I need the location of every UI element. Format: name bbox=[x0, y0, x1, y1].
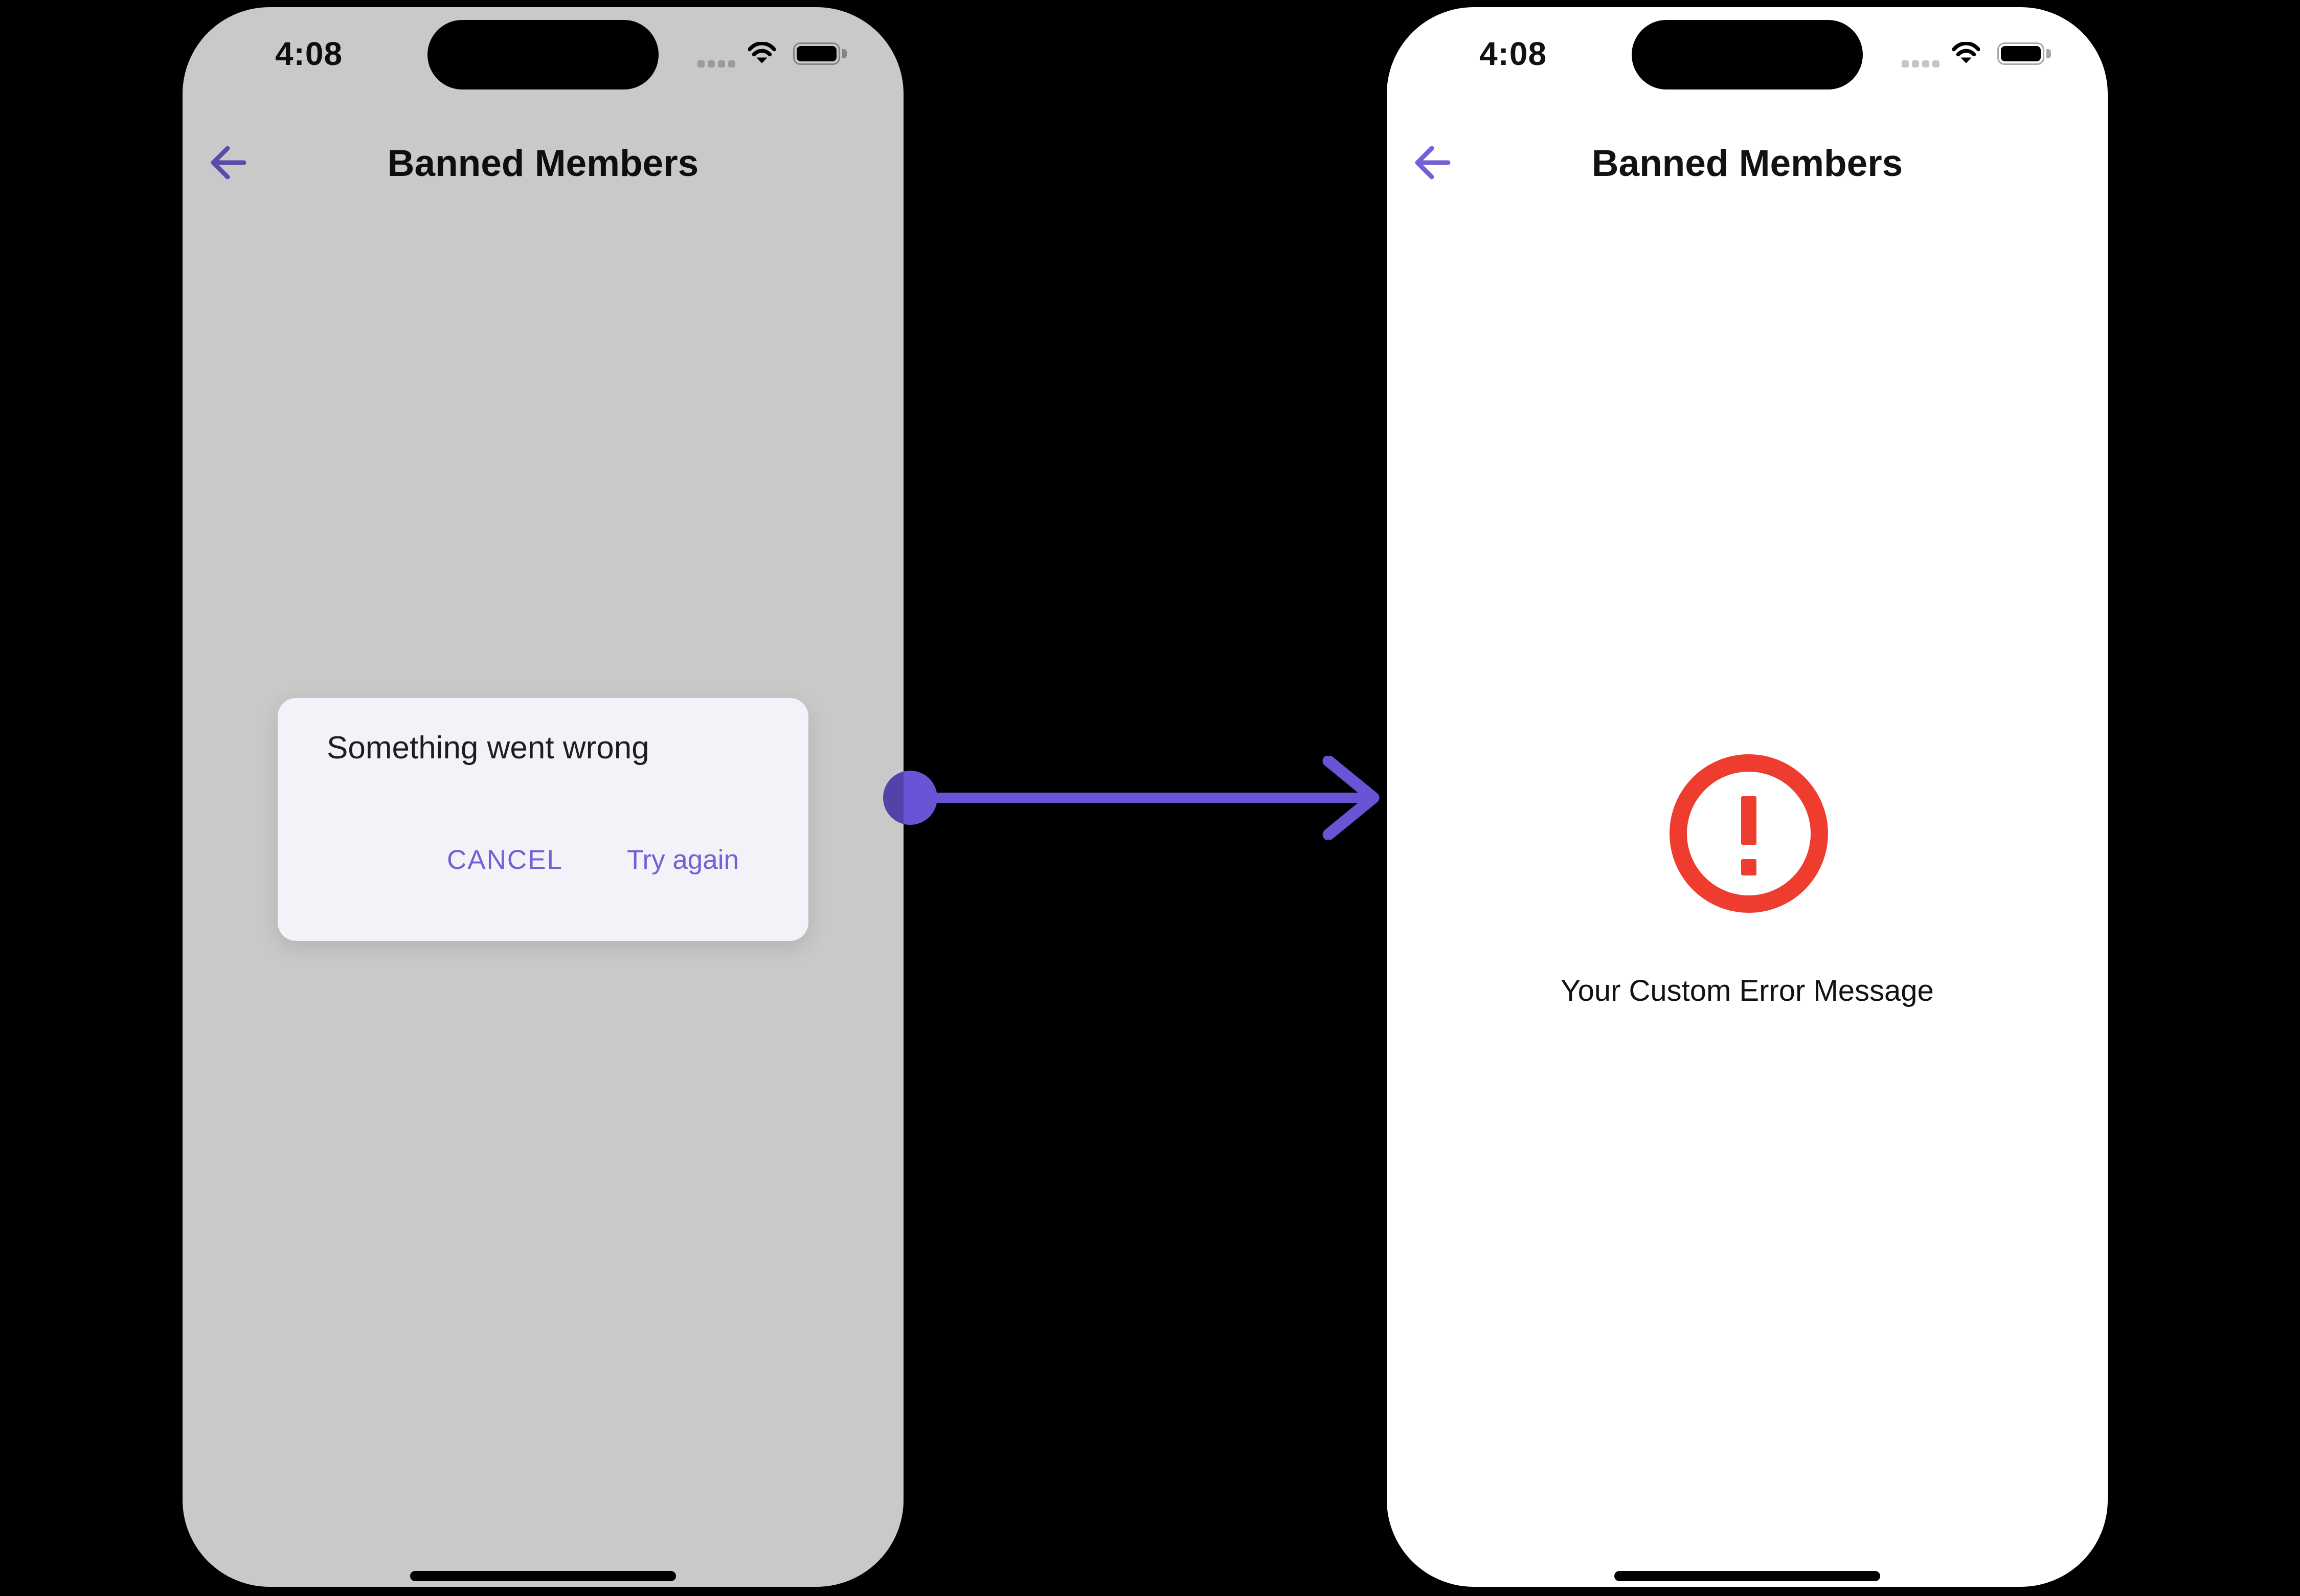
phone-right: 4:08 Banned Members Your Custom Error Me… bbox=[1387, 7, 2108, 1587]
wifi-icon bbox=[1952, 42, 1980, 63]
battery-icon bbox=[1997, 42, 2044, 65]
dynamic-island bbox=[427, 20, 659, 89]
battery-nub bbox=[2046, 49, 2051, 58]
cellular-signal-icon bbox=[697, 60, 735, 68]
cancel-button[interactable]: CANCEL bbox=[447, 844, 563, 875]
transition-arrow bbox=[883, 756, 1380, 840]
error-message: Your Custom Error Message bbox=[1561, 974, 1934, 1007]
dialog-actions: CANCEL Try again bbox=[447, 841, 739, 878]
dynamic-island bbox=[1632, 20, 1863, 89]
try-again-button[interactable]: Try again bbox=[627, 844, 739, 875]
phone-left: 4:08 Banned Members Something went wrong… bbox=[183, 7, 904, 1587]
status-time: 4:08 bbox=[1479, 35, 1547, 72]
wifi-icon bbox=[748, 42, 776, 63]
status-icons bbox=[697, 42, 849, 68]
home-indicator[interactable] bbox=[410, 1571, 676, 1581]
page-title: Banned Members bbox=[387, 143, 699, 184]
page-title: Banned Members bbox=[1591, 143, 1903, 184]
dialog-title: Something went wrong bbox=[327, 730, 649, 766]
battery-nub bbox=[842, 49, 847, 58]
status-icons bbox=[1902, 42, 2053, 68]
status-time: 4:08 bbox=[275, 35, 343, 72]
battery-icon bbox=[793, 42, 840, 65]
home-indicator[interactable] bbox=[1614, 1571, 1880, 1581]
error-dialog: Something went wrong CANCEL Try again bbox=[278, 698, 808, 941]
back-arrow-icon[interactable] bbox=[208, 143, 248, 182]
cellular-signal-icon bbox=[1902, 60, 1940, 68]
alert-circle-icon bbox=[1670, 754, 1828, 913]
back-arrow-icon[interactable] bbox=[1412, 143, 1452, 182]
